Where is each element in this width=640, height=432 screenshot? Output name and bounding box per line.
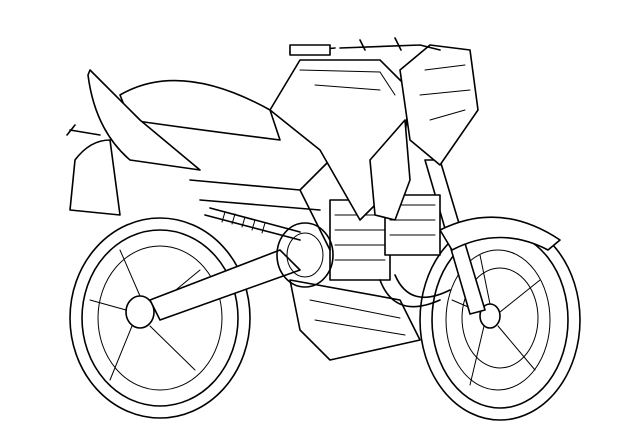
rear-shock [204,207,301,241]
side-shroud [369,119,411,221]
rear-wheel [69,217,251,419]
front-wheel [419,219,581,421]
front-fender [439,216,561,251]
rear-fender [69,139,121,216]
belly-pan [289,279,421,361]
swingarm [149,249,301,321]
seat [119,79,281,141]
headlight-cowl [399,44,479,166]
tail [87,69,201,171]
